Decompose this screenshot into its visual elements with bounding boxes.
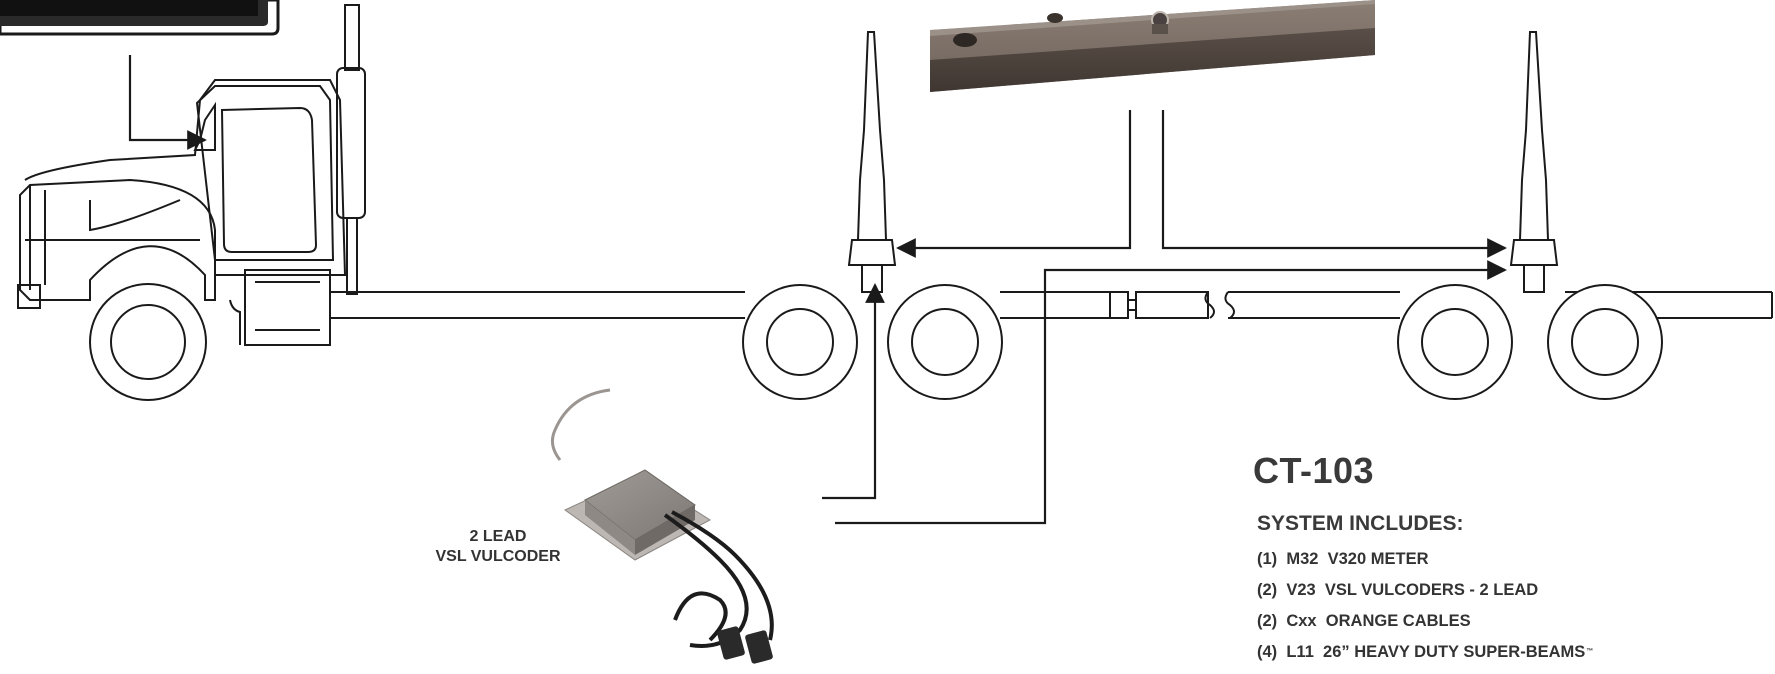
- list-item: (1) M32 V320 METER: [1257, 550, 1593, 581]
- trailer-wheel-front: [1397, 284, 1513, 400]
- part-code: V23: [1286, 581, 1316, 599]
- exhaust-stack: [336, 4, 366, 295]
- meter-display: [0, 0, 280, 36]
- bunk-stake-rear: [1509, 31, 1559, 293]
- model-title: CT-103: [1253, 450, 1375, 491]
- part-qty: (4): [1257, 643, 1278, 661]
- part-code: M32: [1286, 550, 1319, 568]
- parts-list: (1) M32 V320 METER (2) V23 VSL VULCODERS…: [1257, 550, 1593, 674]
- cable-routing: [128, 55, 1507, 525]
- vsl-vulcoder: [550, 388, 774, 664]
- vulcoder-label-line2: VSL VULCODER: [435, 548, 561, 565]
- part-desc: ORANGE CABLES: [1325, 612, 1471, 630]
- part-qty: (2): [1257, 612, 1278, 630]
- trademark-mark: ™: [1586, 648, 1594, 655]
- list-item: (4) L11 26” HEAVY DUTY SUPER-BEAMS™: [1257, 643, 1593, 674]
- part-code: L11: [1286, 643, 1314, 661]
- drive-wheel-front: [742, 284, 858, 400]
- part-desc: 26” HEAVY DUTY SUPER-BEAMS: [1323, 643, 1586, 661]
- bunk-stake-front: [847, 31, 897, 293]
- truck-cab: [17, 79, 347, 346]
- part-desc: V320 METER: [1327, 550, 1429, 568]
- front-wheel: [89, 283, 207, 401]
- list-item: (2) Cxx ORANGE CABLES: [1257, 612, 1593, 643]
- part-code: Cxx: [1286, 612, 1317, 630]
- list-item: (2) V23 VSL VULCODERS - 2 LEAD: [1257, 581, 1593, 612]
- part-qty: (2): [1257, 581, 1278, 599]
- trailer-wheel-rear: [1547, 284, 1663, 400]
- part-desc: VSL VULCODERS - 2 LEAD: [1324, 581, 1539, 599]
- super-beam: [930, 0, 1375, 92]
- vulcoder-label-line1: 2 LEAD: [469, 528, 527, 545]
- part-qty: (1): [1257, 550, 1278, 568]
- vulcoder-label: 2 LEAD VSL VULCODER: [408, 527, 588, 567]
- drive-wheel-rear: [887, 284, 1003, 400]
- system-includes-heading: SYSTEM INCLUDES:: [1257, 512, 1464, 535]
